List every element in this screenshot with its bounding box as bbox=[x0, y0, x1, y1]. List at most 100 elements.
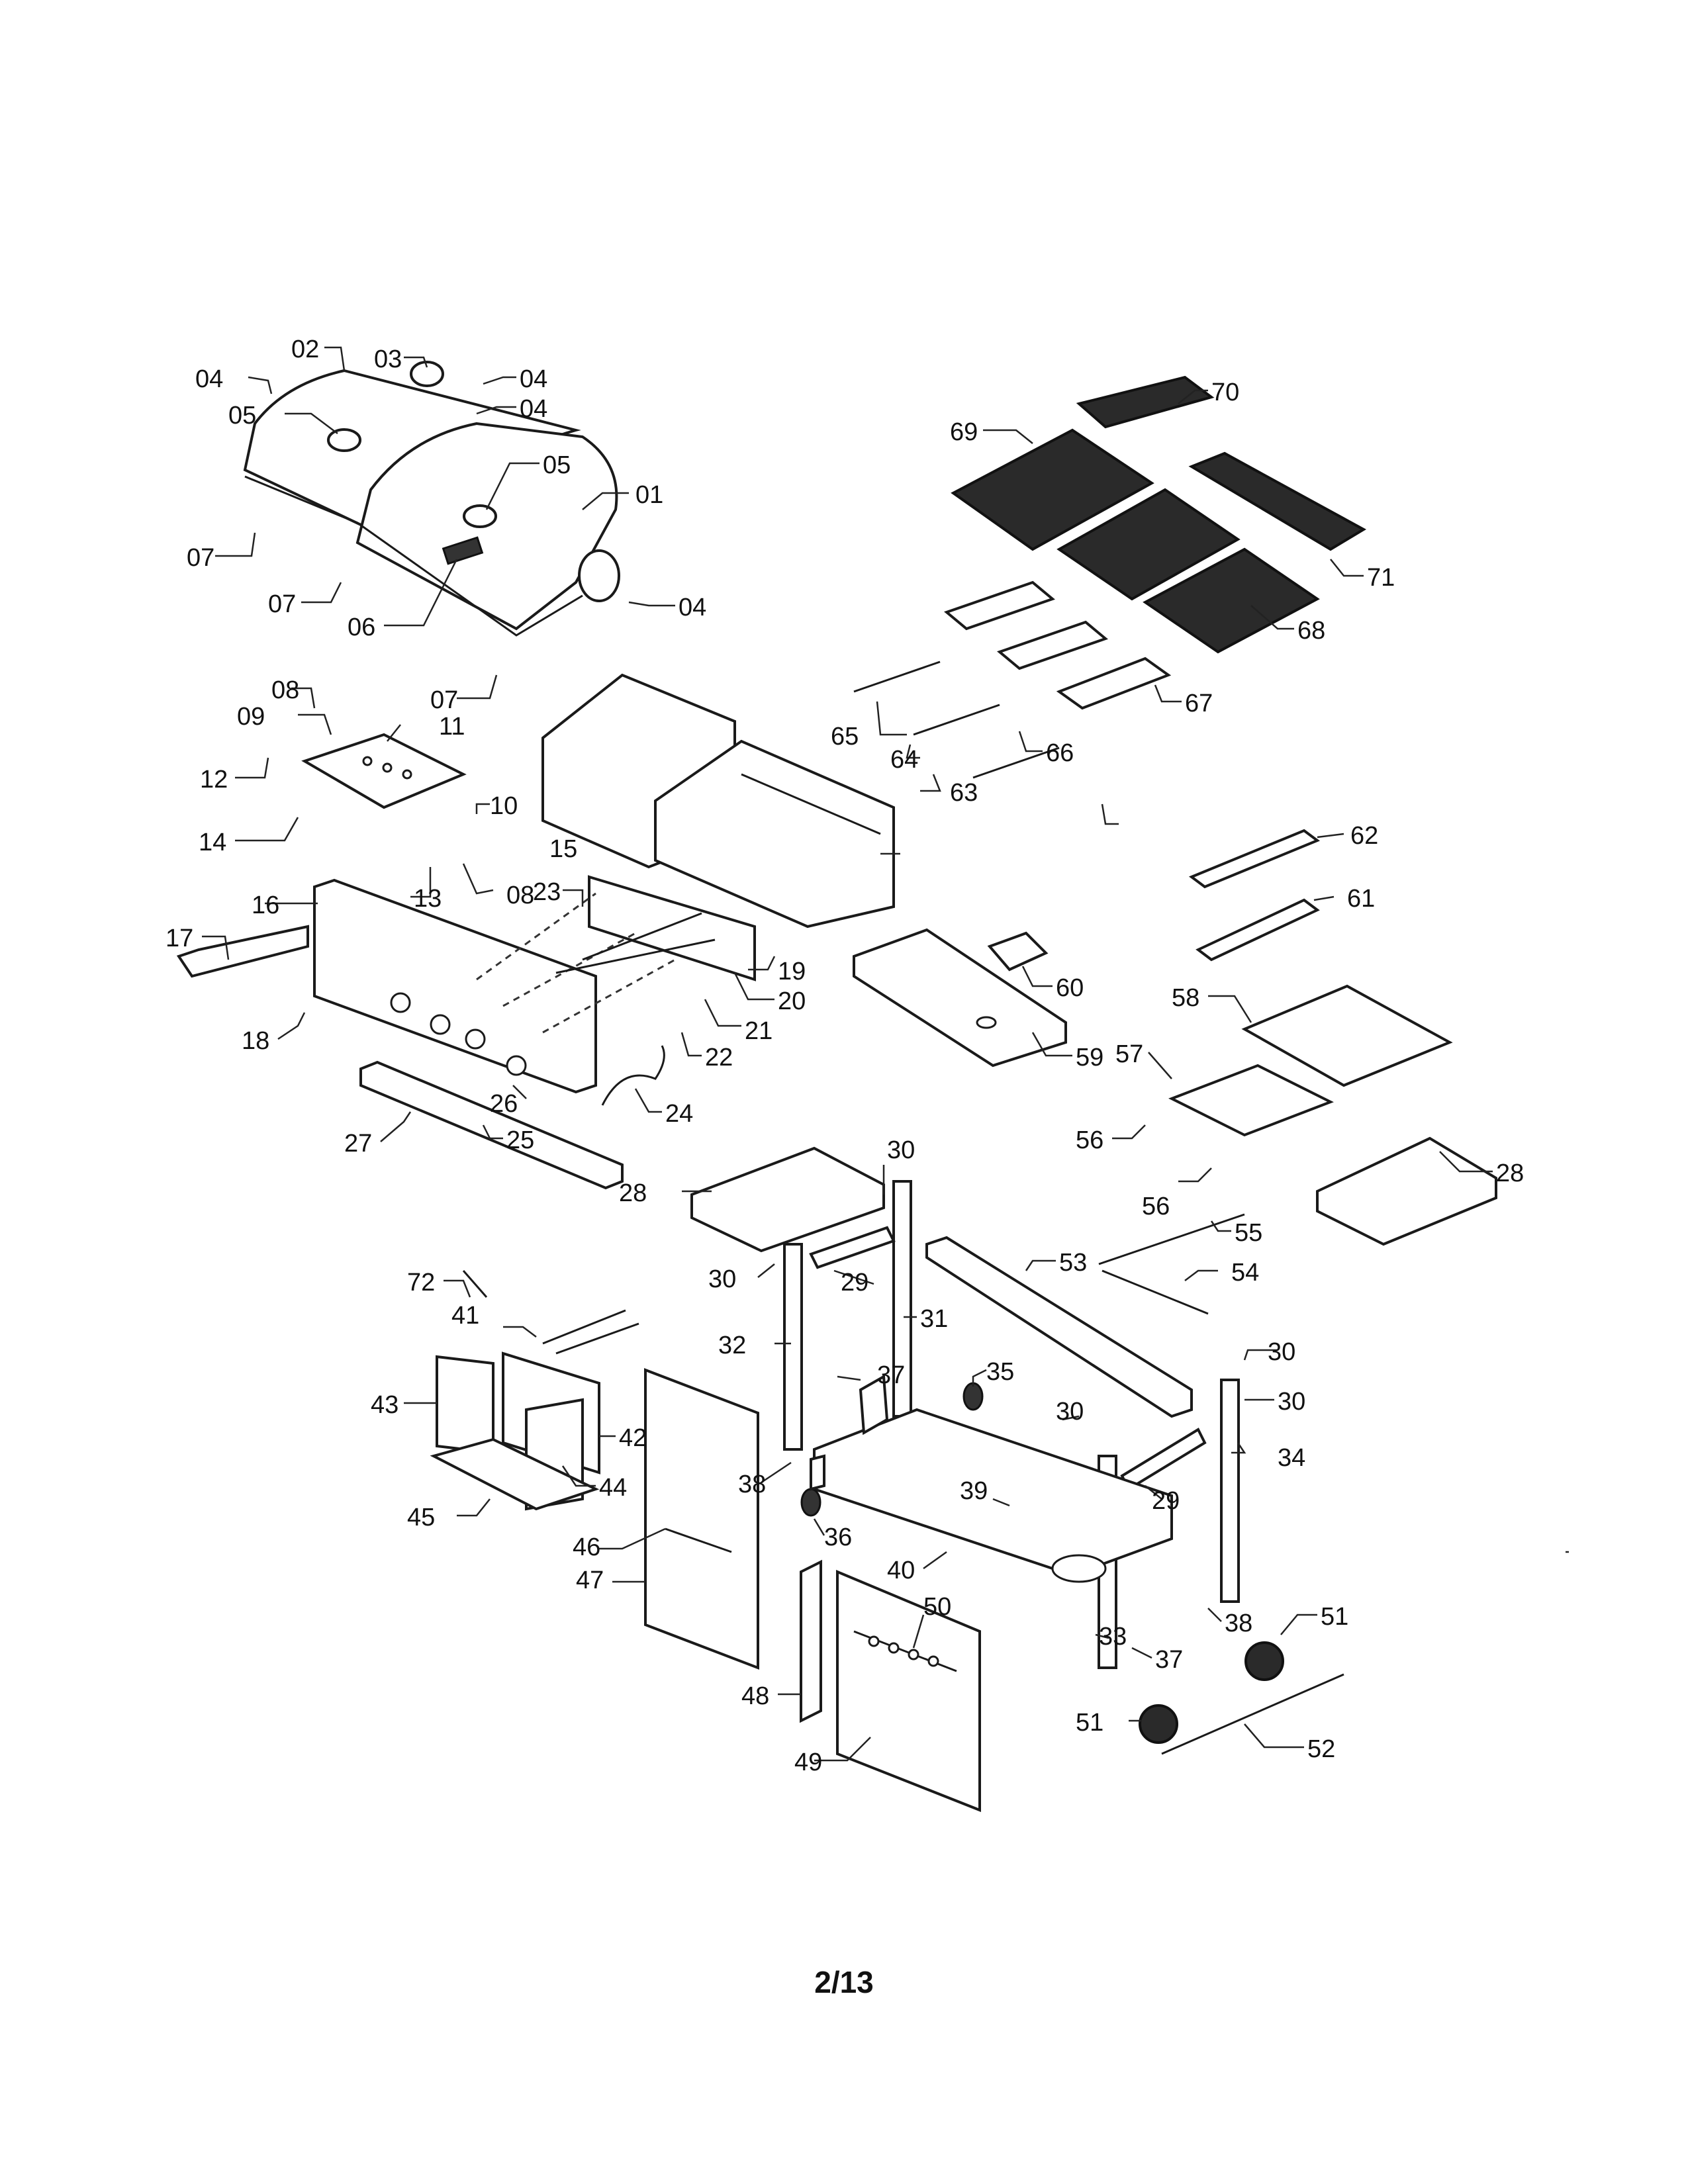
callout: 38 bbox=[1225, 1610, 1252, 1637]
vent-cap bbox=[410, 361, 444, 387]
callout: 37 bbox=[1155, 1646, 1183, 1674]
callout: 41 bbox=[451, 1302, 479, 1330]
callout: 64 bbox=[890, 746, 918, 774]
axle-52 bbox=[1161, 1673, 1344, 1755]
callout: 04 bbox=[520, 395, 547, 423]
callout: 67 bbox=[1185, 690, 1213, 717]
callout: 40 bbox=[887, 1557, 915, 1584]
callout: 51 bbox=[1076, 1709, 1103, 1737]
thermometer-left bbox=[327, 428, 361, 452]
drip-tray-assembly bbox=[853, 928, 1067, 1068]
callout: 05 bbox=[228, 402, 256, 430]
callout: 37 bbox=[877, 1361, 905, 1389]
callout: 56 bbox=[1142, 1193, 1170, 1220]
callout: 51 bbox=[1321, 1603, 1348, 1631]
cart-frame bbox=[690, 1146, 1344, 1755]
callout: 28 bbox=[1496, 1160, 1524, 1187]
door-49 bbox=[836, 1569, 981, 1812]
callout: 03 bbox=[374, 345, 402, 373]
side-shelf-28-left bbox=[690, 1146, 885, 1253]
heat-plate-3 bbox=[1056, 657, 1172, 710]
callout: 22 bbox=[705, 1044, 733, 1071]
side-shelf-58 bbox=[1241, 984, 1453, 1087]
callout: 04 bbox=[679, 594, 706, 621]
firebox-assembly bbox=[541, 673, 895, 981]
callout: 45 bbox=[407, 1504, 435, 1531]
callout: 30 bbox=[1278, 1388, 1305, 1416]
heat-plate-1 bbox=[943, 580, 1056, 631]
callout: 30 bbox=[1268, 1338, 1295, 1366]
cabinet-floor-45 bbox=[430, 1437, 600, 1511]
callout: 01 bbox=[635, 481, 663, 509]
lower-front-rail bbox=[359, 1060, 624, 1190]
callout: 30 bbox=[1056, 1398, 1084, 1426]
wheel-51-right bbox=[1244, 1641, 1284, 1681]
callout: 16 bbox=[252, 891, 279, 919]
callout: 04 bbox=[195, 365, 223, 393]
callout: 36 bbox=[824, 1524, 852, 1551]
grate-assembly bbox=[853, 375, 1367, 779]
wheel-51-left bbox=[1139, 1704, 1178, 1744]
callout: 08 bbox=[506, 882, 534, 909]
callout: 07 bbox=[268, 590, 296, 618]
callout: 47 bbox=[576, 1567, 604, 1594]
callout: 25 bbox=[506, 1126, 534, 1154]
callout: 14 bbox=[199, 829, 226, 856]
callout: 15 bbox=[549, 835, 577, 863]
heat-plate-2 bbox=[996, 620, 1109, 670]
callout: 63 bbox=[950, 779, 978, 807]
callout: 29 bbox=[841, 1269, 868, 1297]
callout: 39 bbox=[960, 1477, 988, 1505]
side-panel-bracket bbox=[176, 925, 309, 978]
callout: 72 bbox=[407, 1269, 435, 1297]
callout: 57 bbox=[1115, 1040, 1143, 1068]
cooking-grate-69 bbox=[951, 428, 1154, 551]
callout: 70 bbox=[1211, 379, 1239, 406]
leg-34 bbox=[1220, 1379, 1240, 1603]
side-shelf-28-right bbox=[1316, 1136, 1497, 1246]
callout: 54 bbox=[1231, 1259, 1259, 1287]
callout: 21 bbox=[745, 1017, 773, 1045]
callout: 17 bbox=[165, 925, 193, 952]
callout: 32 bbox=[718, 1332, 746, 1359]
door-47 bbox=[644, 1368, 759, 1670]
callout: 61 bbox=[1347, 885, 1375, 913]
rear-rail-53 bbox=[925, 1236, 1193, 1418]
callout: 59 bbox=[1076, 1044, 1103, 1071]
callout: 33 bbox=[1099, 1623, 1127, 1651]
callout: 09 bbox=[237, 703, 265, 731]
callout: 30 bbox=[708, 1265, 736, 1293]
callout: 49 bbox=[794, 1749, 822, 1776]
side-burner-assembly bbox=[176, 733, 716, 1190]
callout: 07 bbox=[187, 544, 214, 572]
callout: 18 bbox=[242, 1027, 269, 1055]
callout: 02 bbox=[291, 336, 319, 363]
callout: 66 bbox=[1046, 739, 1074, 767]
cabinet-side-43 bbox=[436, 1355, 494, 1455]
callout: 08 bbox=[271, 676, 299, 704]
warming-rack-70 bbox=[1076, 375, 1215, 429]
callout: 19 bbox=[778, 958, 806, 985]
callout: 11 bbox=[439, 713, 465, 741]
lid-assembly bbox=[243, 361, 620, 637]
lid-end-cap bbox=[578, 549, 620, 602]
leg-31 bbox=[892, 1180, 912, 1418]
thermometer-right bbox=[463, 504, 497, 528]
callout: 60 bbox=[1056, 974, 1084, 1002]
callout: 62 bbox=[1350, 822, 1378, 850]
callout: 04 bbox=[520, 365, 547, 393]
control-panel bbox=[313, 878, 597, 1094]
leader-lines bbox=[202, 346, 1569, 1762]
callout: 65 bbox=[831, 723, 859, 751]
callout: 12 bbox=[200, 766, 228, 794]
callout: 56 bbox=[1076, 1126, 1103, 1154]
callout: 27 bbox=[344, 1130, 372, 1158]
callout: 20 bbox=[778, 987, 806, 1015]
cooking-grate-68b bbox=[1143, 547, 1320, 654]
callout: 43 bbox=[371, 1391, 399, 1419]
callout: 29 bbox=[1152, 1487, 1180, 1515]
callout: 50 bbox=[923, 1593, 951, 1621]
warming-rack-71 bbox=[1188, 451, 1367, 551]
callout: 13 bbox=[414, 885, 442, 913]
